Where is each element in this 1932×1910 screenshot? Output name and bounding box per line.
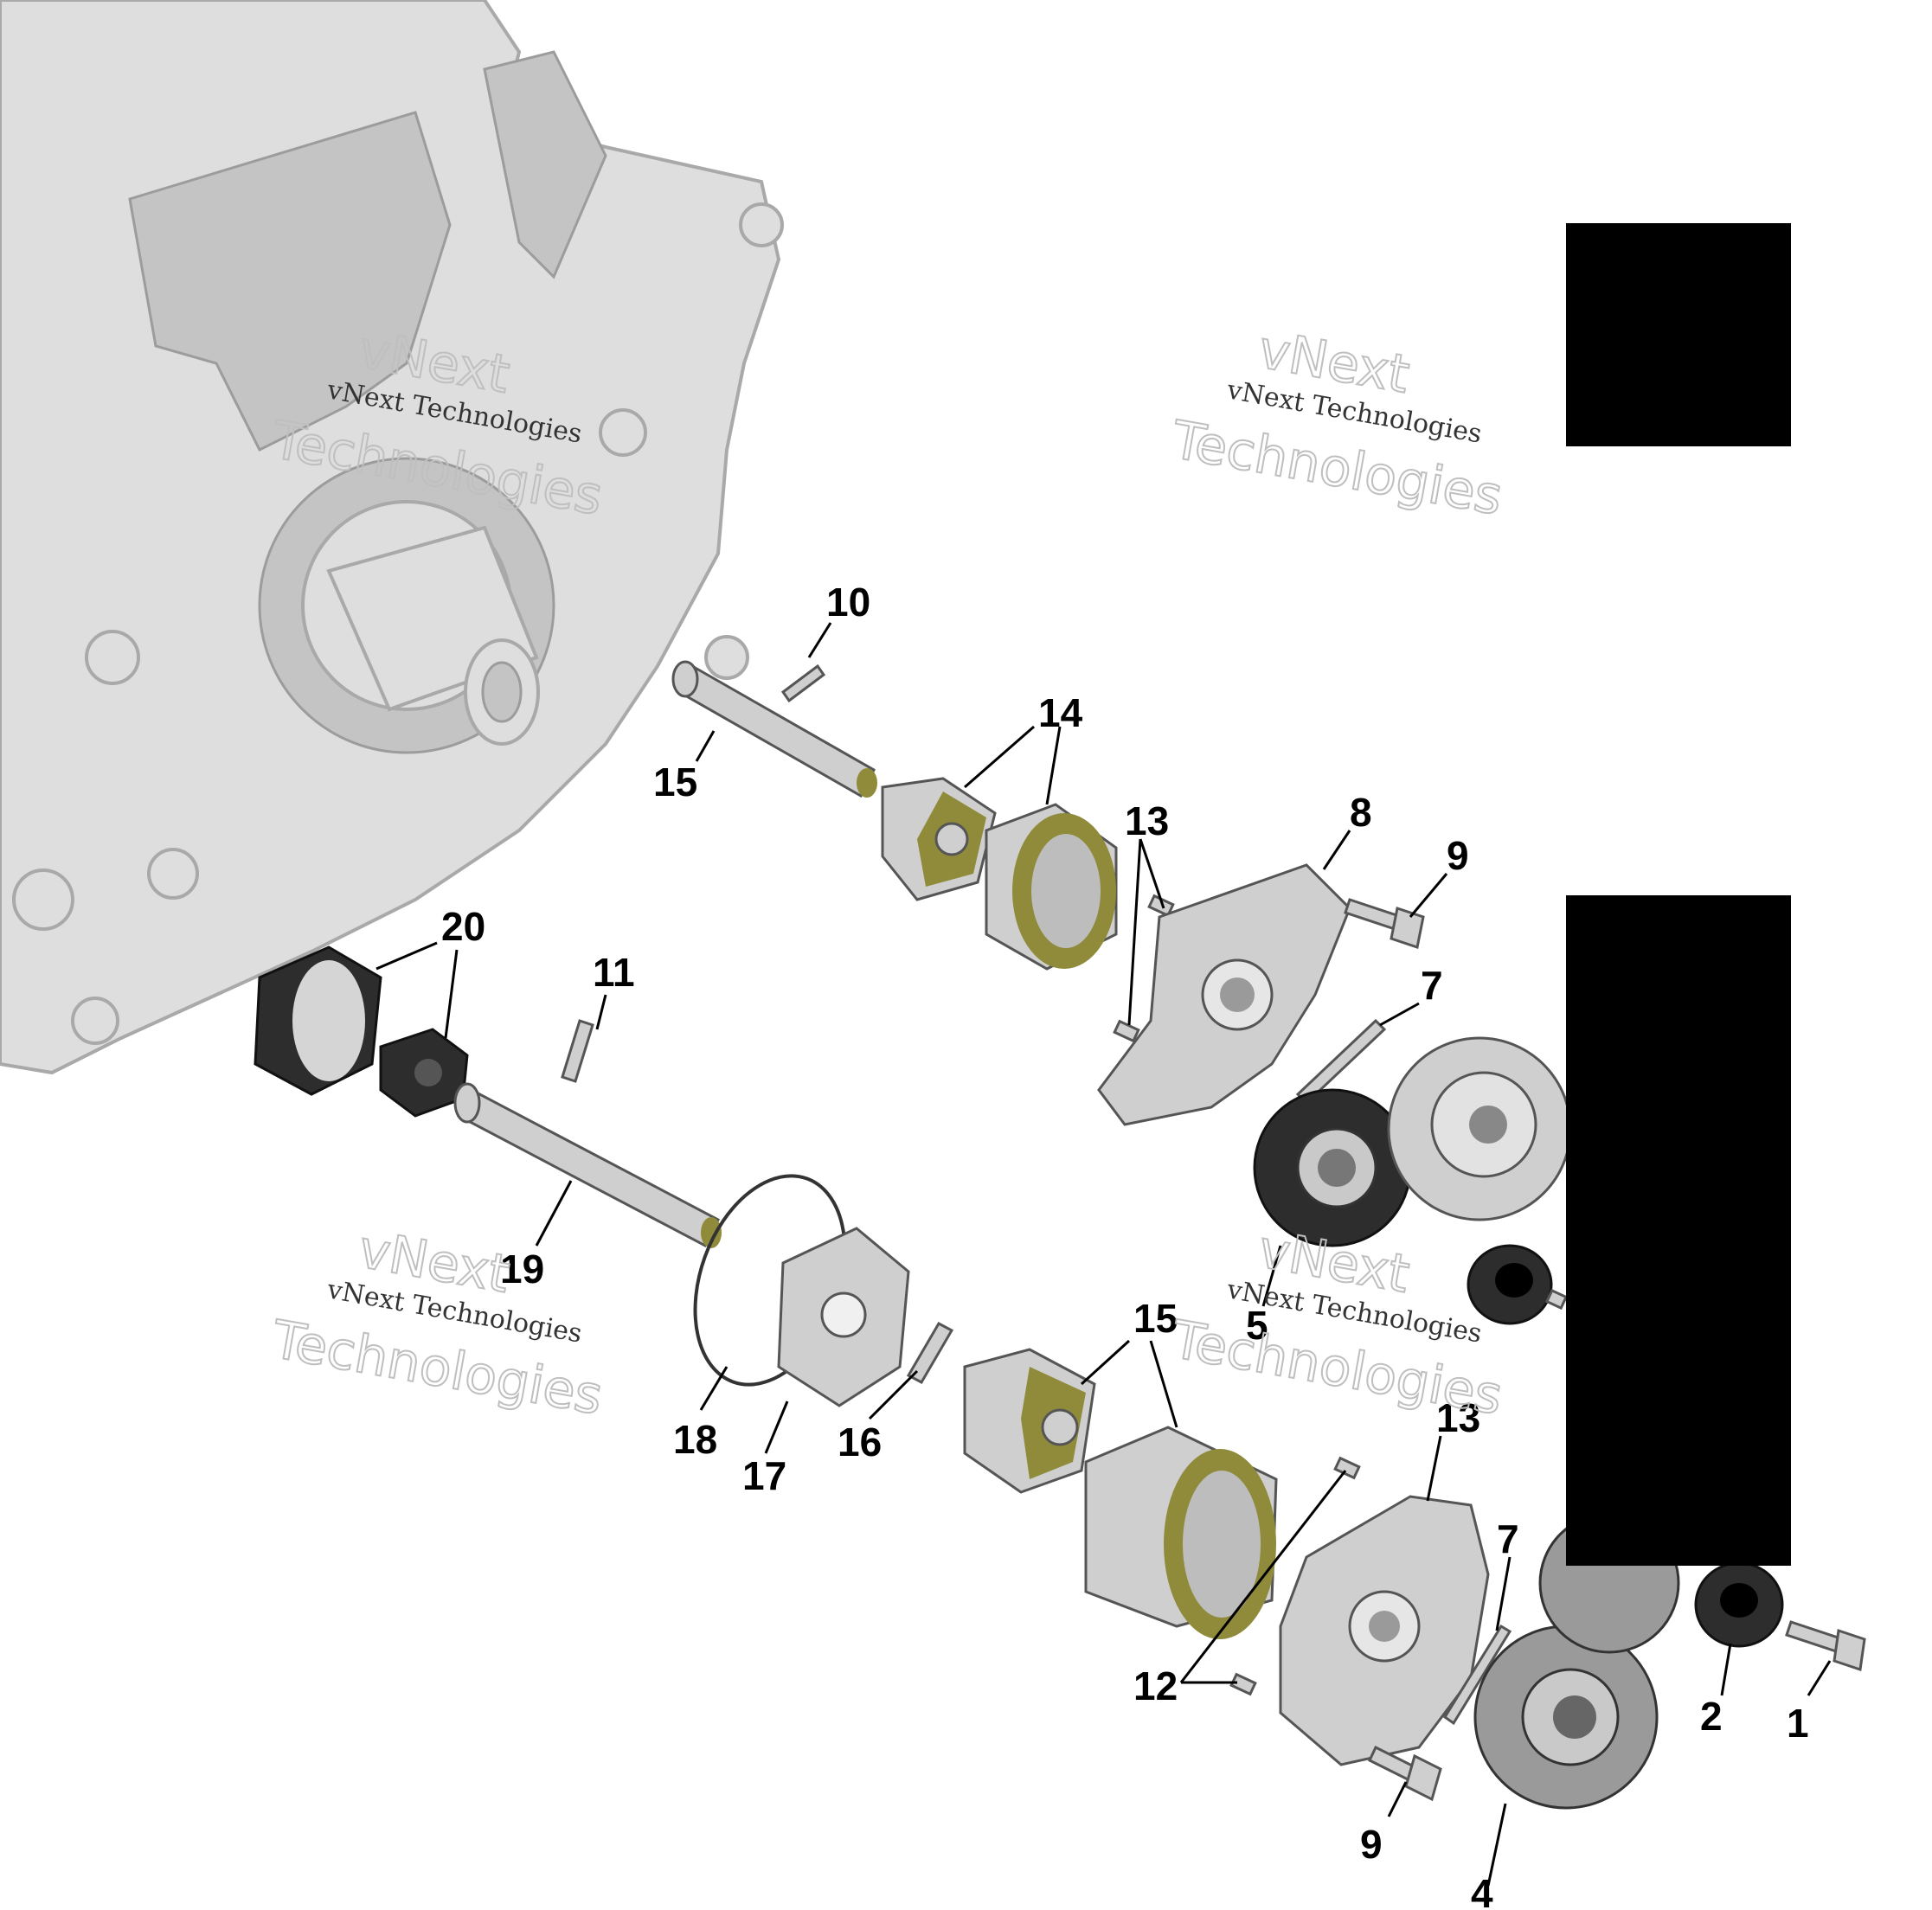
callout-1: 1 [1787,1701,1809,1746]
gear-5 [1253,1088,1412,1247]
callout-7-upper: 7 [1421,963,1443,1008]
nut-dark-upper [1467,1244,1553,1325]
dowel-10-upper-a [1147,894,1175,918]
callout-16: 16 [838,1420,882,1465]
callout-10-upper: 13 [1125,798,1169,843]
gear-large-upper [1387,1036,1572,1221]
callout-18: 18 [673,1417,717,1462]
redaction-block-top [1566,223,1791,446]
pump-cover-8 [1097,863,1351,1126]
callout-13-upper: 10 [826,580,870,625]
callout-13-lower: 11 [593,950,635,995]
dowel-10-upper-b [1113,1019,1140,1043]
pin-7-lower [1442,1624,1512,1726]
watermark-bottom-right: vNext Technologies vNext Technologies [1166,1218,1508,1427]
callout-2: 2 [1700,1694,1723,1739]
pin-16 [906,1321,954,1385]
shaft-12 [671,660,877,798]
callout-7-lower: 7 [1497,1516,1519,1561]
gear-4 [1473,1625,1659,1810]
bolt-9-upper [1344,898,1425,949]
callout-17: 17 [742,1453,786,1498]
crankcase-housing [0,0,784,1075]
callout-14: 13 [1436,1395,1480,1440]
callout-12: 15 [653,760,697,804]
callout-10-lower: 12 [1133,1663,1178,1708]
callout-11: 14 [1038,690,1083,735]
callout-19: 19 [500,1247,544,1291]
dowel-10-lower-a [1333,1456,1361,1480]
pump-body-17 [777,1227,910,1407]
bolt-1 [1785,1620,1866,1671]
watermark-bottom-left: vNext Technologies vNext Technologies [266,1218,608,1427]
redaction-block-right [1566,895,1791,1566]
inner-rotor-20 [379,1028,469,1118]
dowel-10-lower-b [1229,1672,1257,1696]
upper-pump-assembly [671,660,1425,1126]
callout-labels: 10 15 14 13 8 9 7 20 11 19 18 17 16 15 1… [441,580,1809,1910]
callout-9-upper: 9 [1447,833,1469,878]
callout-5: 5 [1246,1303,1268,1348]
pump-cover-14 [1279,1495,1490,1766]
nut-2 [1694,1561,1784,1648]
pin-13-upper [780,663,826,703]
callout-8: 8 [1350,790,1372,835]
shaft-19 [453,1082,722,1248]
leader-lines [375,622,1832,1887]
outer-rotor-15 [1084,1426,1278,1639]
small-pin-right [1544,1288,1569,1311]
pin-13-lower [561,1019,594,1083]
callout-20: 20 [441,904,485,949]
outer-rotor-11 [985,803,1118,971]
inner-rotor-11 [881,777,997,901]
callout-4: 4 [1471,1871,1493,1910]
drive-gears [1253,1036,1572,1325]
lower-pump-assembly [254,945,1866,1810]
callout-9-lower: 9 [1360,1822,1383,1867]
outer-rotor-20 [254,945,382,1096]
callout-15: 15 [1133,1296,1178,1341]
watermark-top-right: vNext Technologies vNext Technologies [1166,318,1508,528]
bolt-9-lower [1368,1745,1442,1802]
inner-rotor-15 [963,1348,1096,1494]
